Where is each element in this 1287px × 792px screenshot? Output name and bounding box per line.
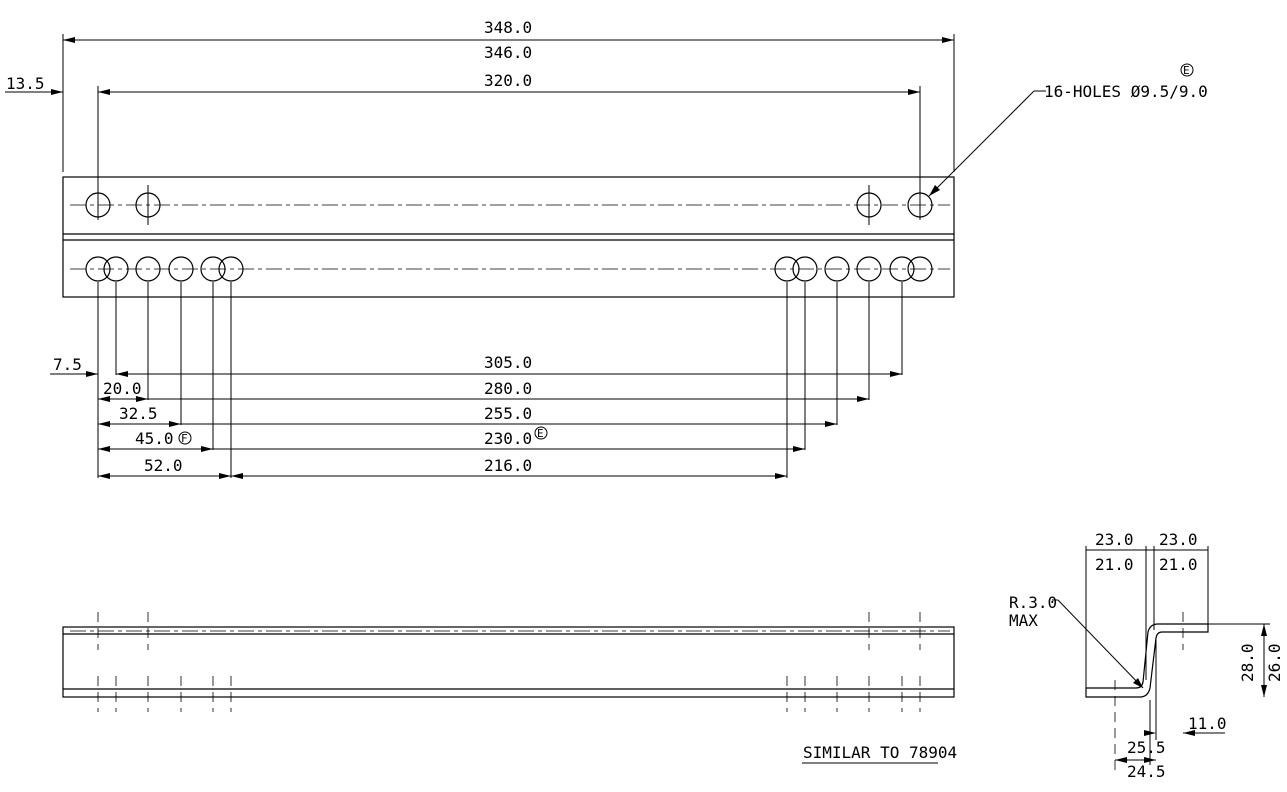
z-profile xyxy=(1085,623,1209,698)
dim-7-5: 7.5 xyxy=(53,355,82,374)
rev-mark-e2: E xyxy=(537,427,544,440)
hole xyxy=(889,256,915,282)
hole xyxy=(168,256,194,282)
dim-280: 280.0 xyxy=(484,379,532,398)
dim-gap: 11.0 xyxy=(1188,714,1227,733)
radius-note-max: MAX xyxy=(1009,611,1038,630)
similar-note: SIMILAR TO 78904 xyxy=(803,743,957,762)
hole xyxy=(218,256,244,282)
hole xyxy=(103,256,129,282)
dim-hole-pitch: 320.0 xyxy=(484,71,532,90)
part-outline-top xyxy=(62,176,955,298)
dim-45: 45.0 xyxy=(135,429,174,448)
top-view: 348.0 346.0 13.5 320.0 16-HOLES Ø9.5/9.0… xyxy=(5,18,1208,479)
dim-20: 20.0 xyxy=(103,379,142,398)
rev-mark-f: F xyxy=(181,432,188,445)
hole xyxy=(907,256,933,282)
hole xyxy=(200,256,226,282)
end-view: 23.0 23.0 21.0 21.0 R.3.0 MAX 28.0 26.0 … xyxy=(1009,530,1284,781)
part-outline-side xyxy=(62,626,955,698)
dim-end-offset: 13.5 xyxy=(6,74,45,93)
dim-flange-right-outer: 23.0 xyxy=(1159,530,1198,549)
dim-flange-right-inner: 21.0 xyxy=(1159,555,1198,574)
hole xyxy=(792,256,818,282)
dim-305: 305.0 xyxy=(484,353,532,372)
dim-height-inner: 26.0 xyxy=(1265,643,1284,682)
dim-flange-left-inner: 21.0 xyxy=(1095,555,1134,574)
side-view: SIMILAR TO 78904 xyxy=(62,612,957,764)
hole xyxy=(824,256,850,282)
radius-note: R.3.0 xyxy=(1009,593,1057,612)
hole xyxy=(856,256,882,282)
hole xyxy=(85,256,111,282)
dim-230: 230.0 xyxy=(484,429,532,448)
dim-overall-inner: 346.0 xyxy=(484,43,532,62)
dim-216: 216.0 xyxy=(484,456,532,475)
dim-offset-inner: 24.5 xyxy=(1127,762,1166,781)
dim-flange-left-outer: 23.0 xyxy=(1095,530,1134,549)
hole-callout: 16-HOLES Ø9.5/9.0 xyxy=(1044,82,1208,101)
rev-symbol xyxy=(1180,63,1194,77)
hole xyxy=(774,256,800,282)
dim-height-outer: 28.0 xyxy=(1238,643,1257,682)
rev-mark: E xyxy=(1183,64,1190,77)
dim-offset-outer: 25.5 xyxy=(1127,738,1166,757)
hole xyxy=(135,256,161,282)
dim-overall-outer: 348.0 xyxy=(484,18,532,37)
dim-52: 52.0 xyxy=(144,456,183,475)
dim-32-5: 32.5 xyxy=(119,404,158,423)
dim-255: 255.0 xyxy=(484,404,532,423)
